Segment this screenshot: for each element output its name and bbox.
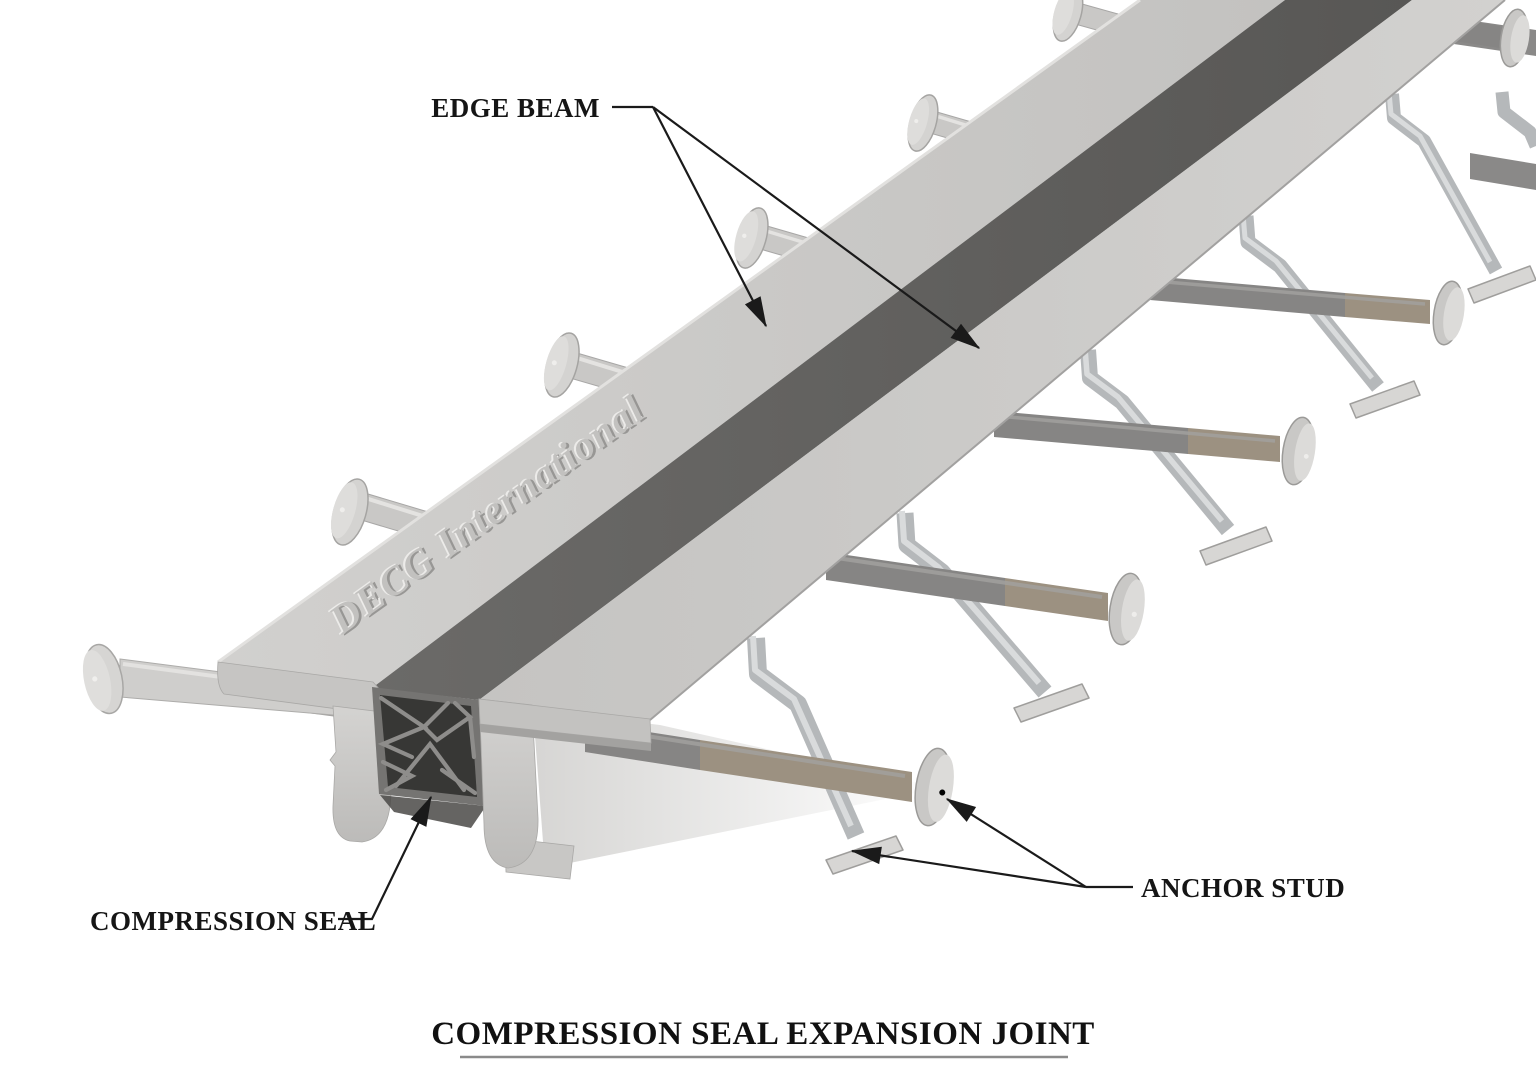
anchor-studs-right: [585, 8, 1530, 827]
seal-web-pattern: [377, 695, 478, 796]
anchor-studs-upper-left: [330, 0, 1119, 546]
stud-head: [82, 643, 124, 715]
anchor-stud: [826, 552, 1145, 646]
beam-edge-highlight: [217, 0, 1141, 664]
leader-arrow-anchor-strap: [850, 846, 1087, 889]
anchor-stud: [1052, 0, 1119, 42]
loop-anchor: [1385, 91, 1536, 304]
leader-arrow-edge-beam-right: [652, 106, 981, 349]
loop-anchor: [1238, 213, 1421, 419]
front-cross-section: [82, 643, 652, 880]
right-beam-underflange-shadow: [480, 724, 651, 751]
seal-underside-shadow: [380, 795, 486, 828]
leader-arrow-anchor-stud-head: [945, 798, 1087, 888]
beam-edge-line: [649, 0, 1506, 721]
anchor-stud: [1150, 276, 1465, 346]
stud-head: [330, 478, 369, 546]
stud-head: [914, 747, 954, 827]
edge-beam-label: EDGE BEAM: [431, 93, 600, 123]
leader-arrow-edge-beam-left: [652, 106, 767, 328]
compression-seal-section: [372, 687, 486, 828]
seal-gap-strip: [372, 0, 1412, 700]
joint-top-surfaces: [217, 0, 1506, 721]
loop-anchor: [1080, 347, 1273, 566]
right-edge-beam-top: [479, 0, 1505, 720]
right-beam-web-face: [478, 698, 539, 869]
anchor-stud: [543, 332, 633, 398]
left-edge-beam-top: [218, 0, 1285, 688]
compression-seal-label: COMPRESSION SEAL: [90, 906, 376, 936]
callout-leaders: [338, 105, 1133, 921]
loop-anchor: [896, 510, 1090, 723]
anchor-stud-label: ANCHOR STUD: [1141, 873, 1345, 903]
figure-title: COMPRESSION SEAL EXPANSION JOINT: [431, 1016, 1095, 1052]
anchor-stud: [994, 411, 1316, 486]
leader-arrow-compression-seal: [338, 795, 432, 921]
